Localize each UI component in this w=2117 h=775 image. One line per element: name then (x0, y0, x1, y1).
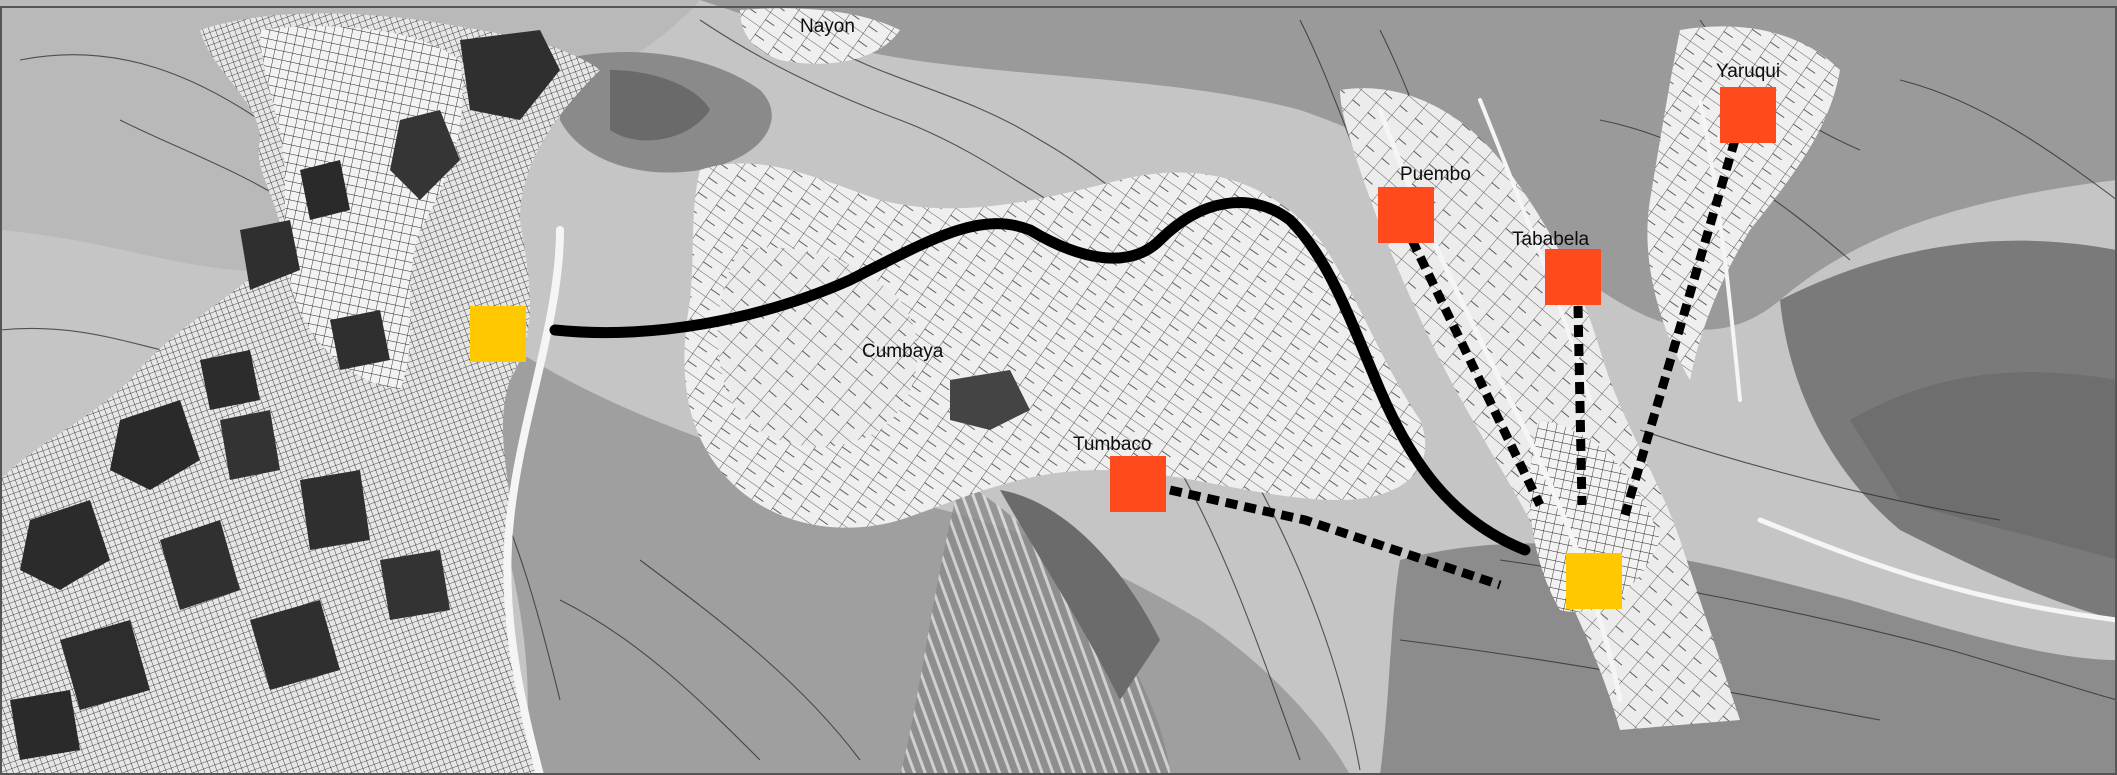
label-puembo: Puembo (1400, 164, 1471, 185)
map-frame (0, 6, 2117, 775)
stop-marker-tababela (1545, 249, 1601, 305)
branch-tababela (1573, 305, 1587, 506)
label-tumbaco: Tumbaco (1073, 434, 1152, 455)
stop-marker-yaruqui (1720, 87, 1776, 143)
markers (470, 87, 1776, 609)
stop-marker-puembo (1378, 187, 1434, 243)
place-labels: Nayon Cumbaya Tumbaco Puembo Tababela Ya… (800, 16, 1780, 455)
hub-marker-east (1566, 553, 1622, 609)
branch-routes (1169, 138, 1740, 590)
label-nayon: Nayon (800, 16, 855, 37)
branch-puembo (1407, 238, 1545, 507)
label-yaruqui: Yaruqui (1716, 61, 1780, 82)
label-tababela: Tababela (1512, 229, 1590, 250)
branch-yaruqui (1620, 138, 1740, 517)
branch-tumbaco (1169, 485, 1502, 590)
stop-marker-tumbaco (1110, 456, 1166, 512)
urban-areas (0, 8, 1840, 775)
main-route (549, 197, 1531, 556)
hub-marker-west (470, 306, 526, 362)
label-cumbaya: Cumbaya (862, 341, 944, 362)
